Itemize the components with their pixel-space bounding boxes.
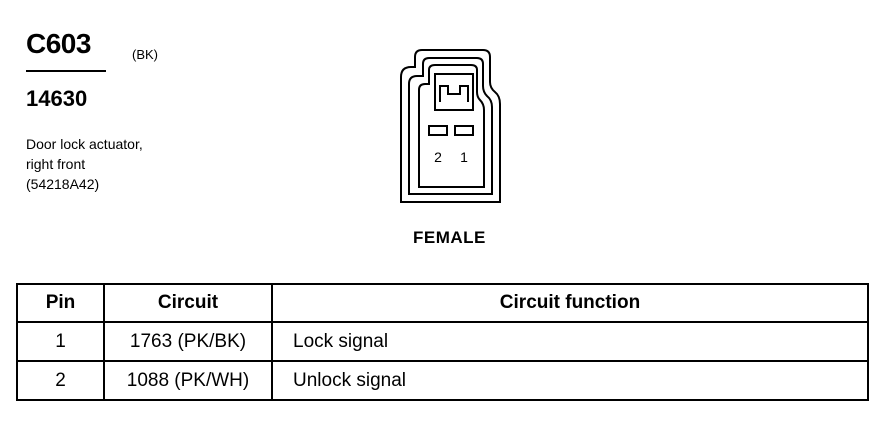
terminal-cavity-2 [428,125,448,136]
column-header-circuit-function: Circuit function [271,283,869,323]
column-header-circuit: Circuit [103,283,273,323]
table-row: 1 1763 (PK/BK) Lock signal [16,321,869,362]
circuit-function-cell: Lock signal [271,321,869,362]
connector-inner-shell [408,57,493,195]
connector-id-underline [26,70,106,72]
table-header-row: Pin Circuit Circuit function [16,283,869,323]
table-row: 2 1088 (PK/WH) Unlock signal [16,360,869,401]
connector-description-line: Door lock actuator, [26,136,143,152]
connector-body [418,64,485,188]
locking-tab-detail [439,85,469,102]
connector-description-line: (54218A42) [26,176,100,192]
connector-color-code: (BK) [132,47,158,62]
circuit-function-cell: Unlock signal [271,360,869,401]
connector-face-diagram: 2 1 [400,49,501,203]
pin-cell: 1 [16,321,105,362]
pin-label-1: 1 [460,149,468,165]
connector-part-number: 14630 [26,86,88,111]
circuit-cell: 1088 (PK/WH) [103,360,273,401]
circuit-cell: 1763 (PK/BK) [103,321,273,362]
connector-outer-shell [400,49,501,203]
terminal-cavity-1 [454,125,474,136]
connector-description-line: right front [26,156,86,172]
locking-tab [434,73,474,111]
connector-gender-label: FEMALE [413,228,486,247]
pin-table: Pin Circuit Circuit function 1 1763 (PK/… [16,283,869,401]
pin-cell: 2 [16,360,105,401]
connector-id: C603 [26,28,91,59]
pin-label-2: 2 [434,149,442,165]
column-header-pin: Pin [16,283,105,323]
